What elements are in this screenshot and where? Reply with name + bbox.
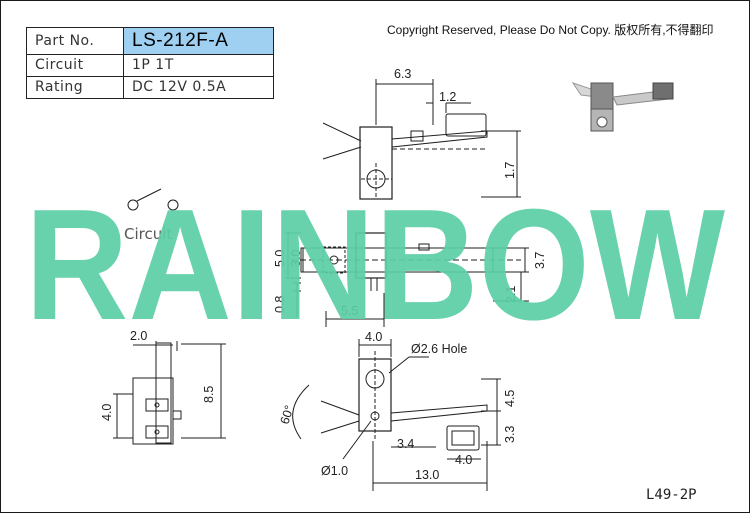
part-number-value: LS-212F-A bbox=[123, 27, 274, 55]
spec-label: Rating bbox=[26, 76, 124, 99]
drawing-code: L49-2P bbox=[646, 487, 697, 503]
spec-label: Part No. bbox=[26, 27, 124, 55]
side-view bbox=[285, 232, 529, 327]
rating-value: DC 12V 0.5A bbox=[123, 76, 274, 99]
pin-diameter-callout: Ø1.0 bbox=[321, 464, 348, 478]
angle-60: 60° bbox=[278, 404, 297, 426]
spec-row-part-no: Part No. LS-212F-A bbox=[26, 27, 274, 55]
hole-callout: Ø2.6 Hole bbox=[411, 342, 467, 356]
dim-5-0: 5.0 bbox=[273, 250, 287, 267]
dim-0-8: 0.8 bbox=[273, 296, 287, 313]
dim-3-0: 3.0 bbox=[289, 250, 303, 267]
dim-4-0-bottom: 4.0 bbox=[455, 453, 472, 467]
dim-3-7: 3.7 bbox=[533, 252, 547, 269]
dim-6-3: 6.3 bbox=[394, 67, 411, 81]
dim-3-4: 3.4 bbox=[397, 437, 414, 451]
dim-8-5: 8.5 bbox=[202, 386, 216, 403]
dim-1-2: 1.2 bbox=[439, 90, 456, 104]
dim-2-0: 2.0 bbox=[130, 329, 147, 343]
end-view bbox=[113, 341, 226, 445]
dim-4-0-top: 4.0 bbox=[365, 330, 382, 344]
dim-4-5: 4.5 bbox=[503, 390, 517, 407]
circuit-label: Circuit bbox=[124, 225, 173, 243]
dim-1-7: 1.7 bbox=[503, 162, 517, 179]
spec-table: Part No. LS-212F-A Circuit 1P 1T Rating … bbox=[26, 27, 274, 99]
spec-row-circuit: Circuit 1P 1T bbox=[26, 54, 274, 77]
dim-13-0: 13.0 bbox=[415, 468, 439, 482]
copyright-notice: Copyright Reserved, Please Do Not Copy. … bbox=[387, 23, 714, 37]
spec-row-rating: Rating DC 12V 0.5A bbox=[26, 76, 274, 99]
dim-3-3: 3.3 bbox=[503, 426, 517, 443]
top-view bbox=[322, 79, 521, 200]
dim-5-5: 5.5 bbox=[341, 304, 358, 318]
product-photo-icon bbox=[571, 82, 674, 132]
bottom-view bbox=[292, 339, 501, 491]
dim-4-0-side: 4.0 bbox=[100, 404, 114, 421]
dim-2-1: 2.1 bbox=[504, 286, 518, 303]
circuit-symbol-icon bbox=[127, 188, 179, 211]
